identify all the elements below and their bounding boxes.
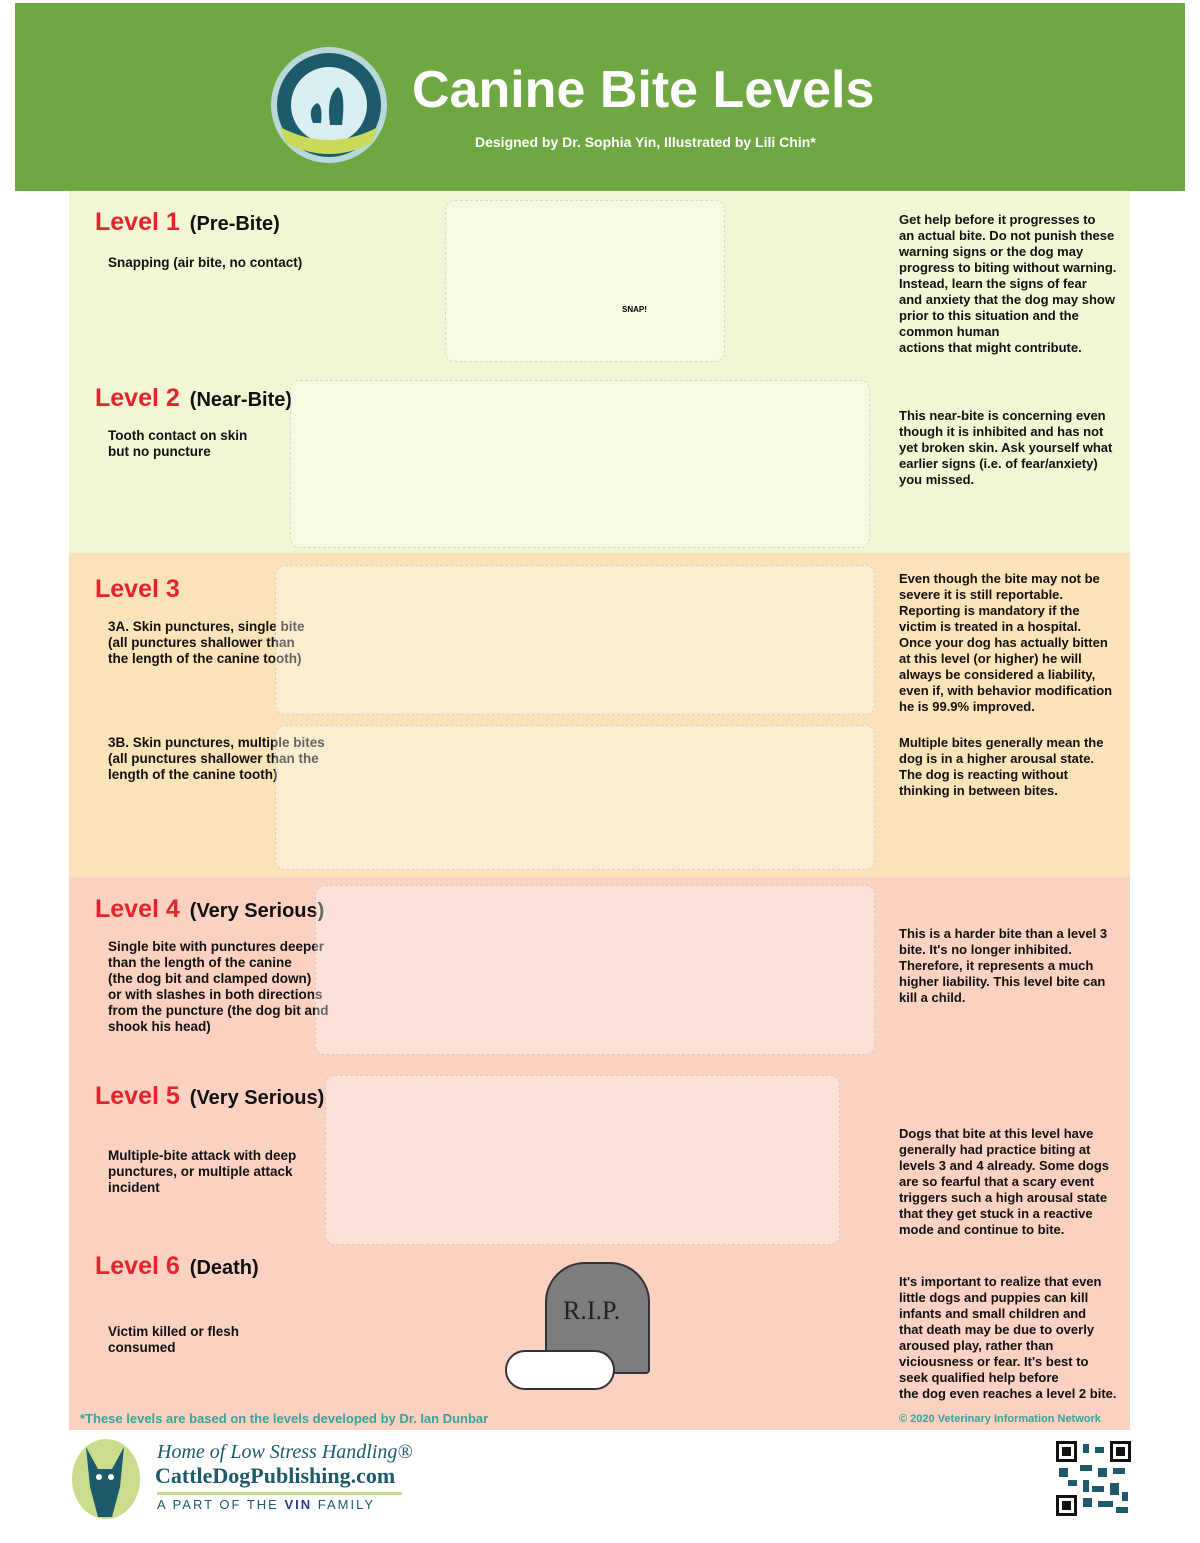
level-5-note: Dogs that bite at this level have genera… xyxy=(899,1126,1110,1237)
level-4-heading: Level 4(Very Serious) xyxy=(95,895,325,923)
level-3b-note: Multiple bites generally mean the dog is… xyxy=(899,735,1104,798)
level-2-note: This near-bite is concerning even though… xyxy=(899,408,1113,487)
level-5-description: Multiple-bite attack with deep punctures… xyxy=(108,1148,297,1195)
level-3-heading: Level 3 xyxy=(95,575,180,603)
level-3b-illustration xyxy=(275,725,875,870)
level-1-description: Snapping (air bite, no contact) xyxy=(108,255,303,270)
level-3a-note: Even though the bite may not be severe i… xyxy=(899,571,1113,714)
level-2-heading: Level 2(Near-Bite) xyxy=(95,384,293,412)
level-1-illustration: SNAP! xyxy=(445,200,725,362)
level-1-note: Get help before it progresses to an actu… xyxy=(899,212,1117,355)
footer-site-link[interactable]: CattleDogPublishing.com xyxy=(155,1463,396,1488)
cattle-dog-logo xyxy=(72,1439,140,1519)
sleeping-dog-illustration xyxy=(505,1350,615,1390)
copyright: © 2020 Veterinary Information Network xyxy=(899,1413,1101,1425)
page-subtitle: Designed by Dr. Sophia Yin, Illustrated … xyxy=(475,134,816,150)
level-5-heading: Level 5(Very Serious) xyxy=(95,1082,325,1110)
level-4-description: Single bite with punctures deeper than t… xyxy=(108,939,329,1034)
level-6-description: Victim killed or flesh consumed xyxy=(108,1324,240,1355)
level-4-illustration xyxy=(315,885,875,1055)
level-1-2-band xyxy=(69,191,1130,553)
header-banner xyxy=(15,3,1185,191)
level-2-description: Tooth contact on skin but no puncture xyxy=(108,428,248,459)
level-5-illustration xyxy=(325,1075,840,1245)
low-stress-handling-seal-logo xyxy=(271,47,387,163)
footer-family: A PART OF THE VIN FAMILY xyxy=(157,1497,376,1512)
qr-code[interactable] xyxy=(1056,1441,1131,1516)
level-6-note: It's important to realize that even litt… xyxy=(899,1274,1117,1401)
level-3-band xyxy=(69,553,1130,877)
footnote: *These levels are based on the levels de… xyxy=(80,1411,489,1426)
level-3b-description: 3B. Skin punctures, multiple bites (all … xyxy=(108,735,325,782)
level-6-heading: Level 6(Death) xyxy=(95,1252,259,1280)
footer-tagline: Home of Low Stress Handling® xyxy=(157,1441,413,1463)
level-4-note: This is a harder bite than a level 3 bit… xyxy=(899,926,1108,1005)
page-title: Canine Bite Levels xyxy=(412,61,875,119)
level-2-illustration xyxy=(290,380,870,548)
level-3a-description: 3A. Skin punctures, single bite (all pun… xyxy=(108,619,305,666)
footer-divider xyxy=(157,1492,402,1495)
level-3a-illustration xyxy=(275,565,875,715)
level-1-heading: Level 1(Pre-Bite) xyxy=(95,208,280,236)
